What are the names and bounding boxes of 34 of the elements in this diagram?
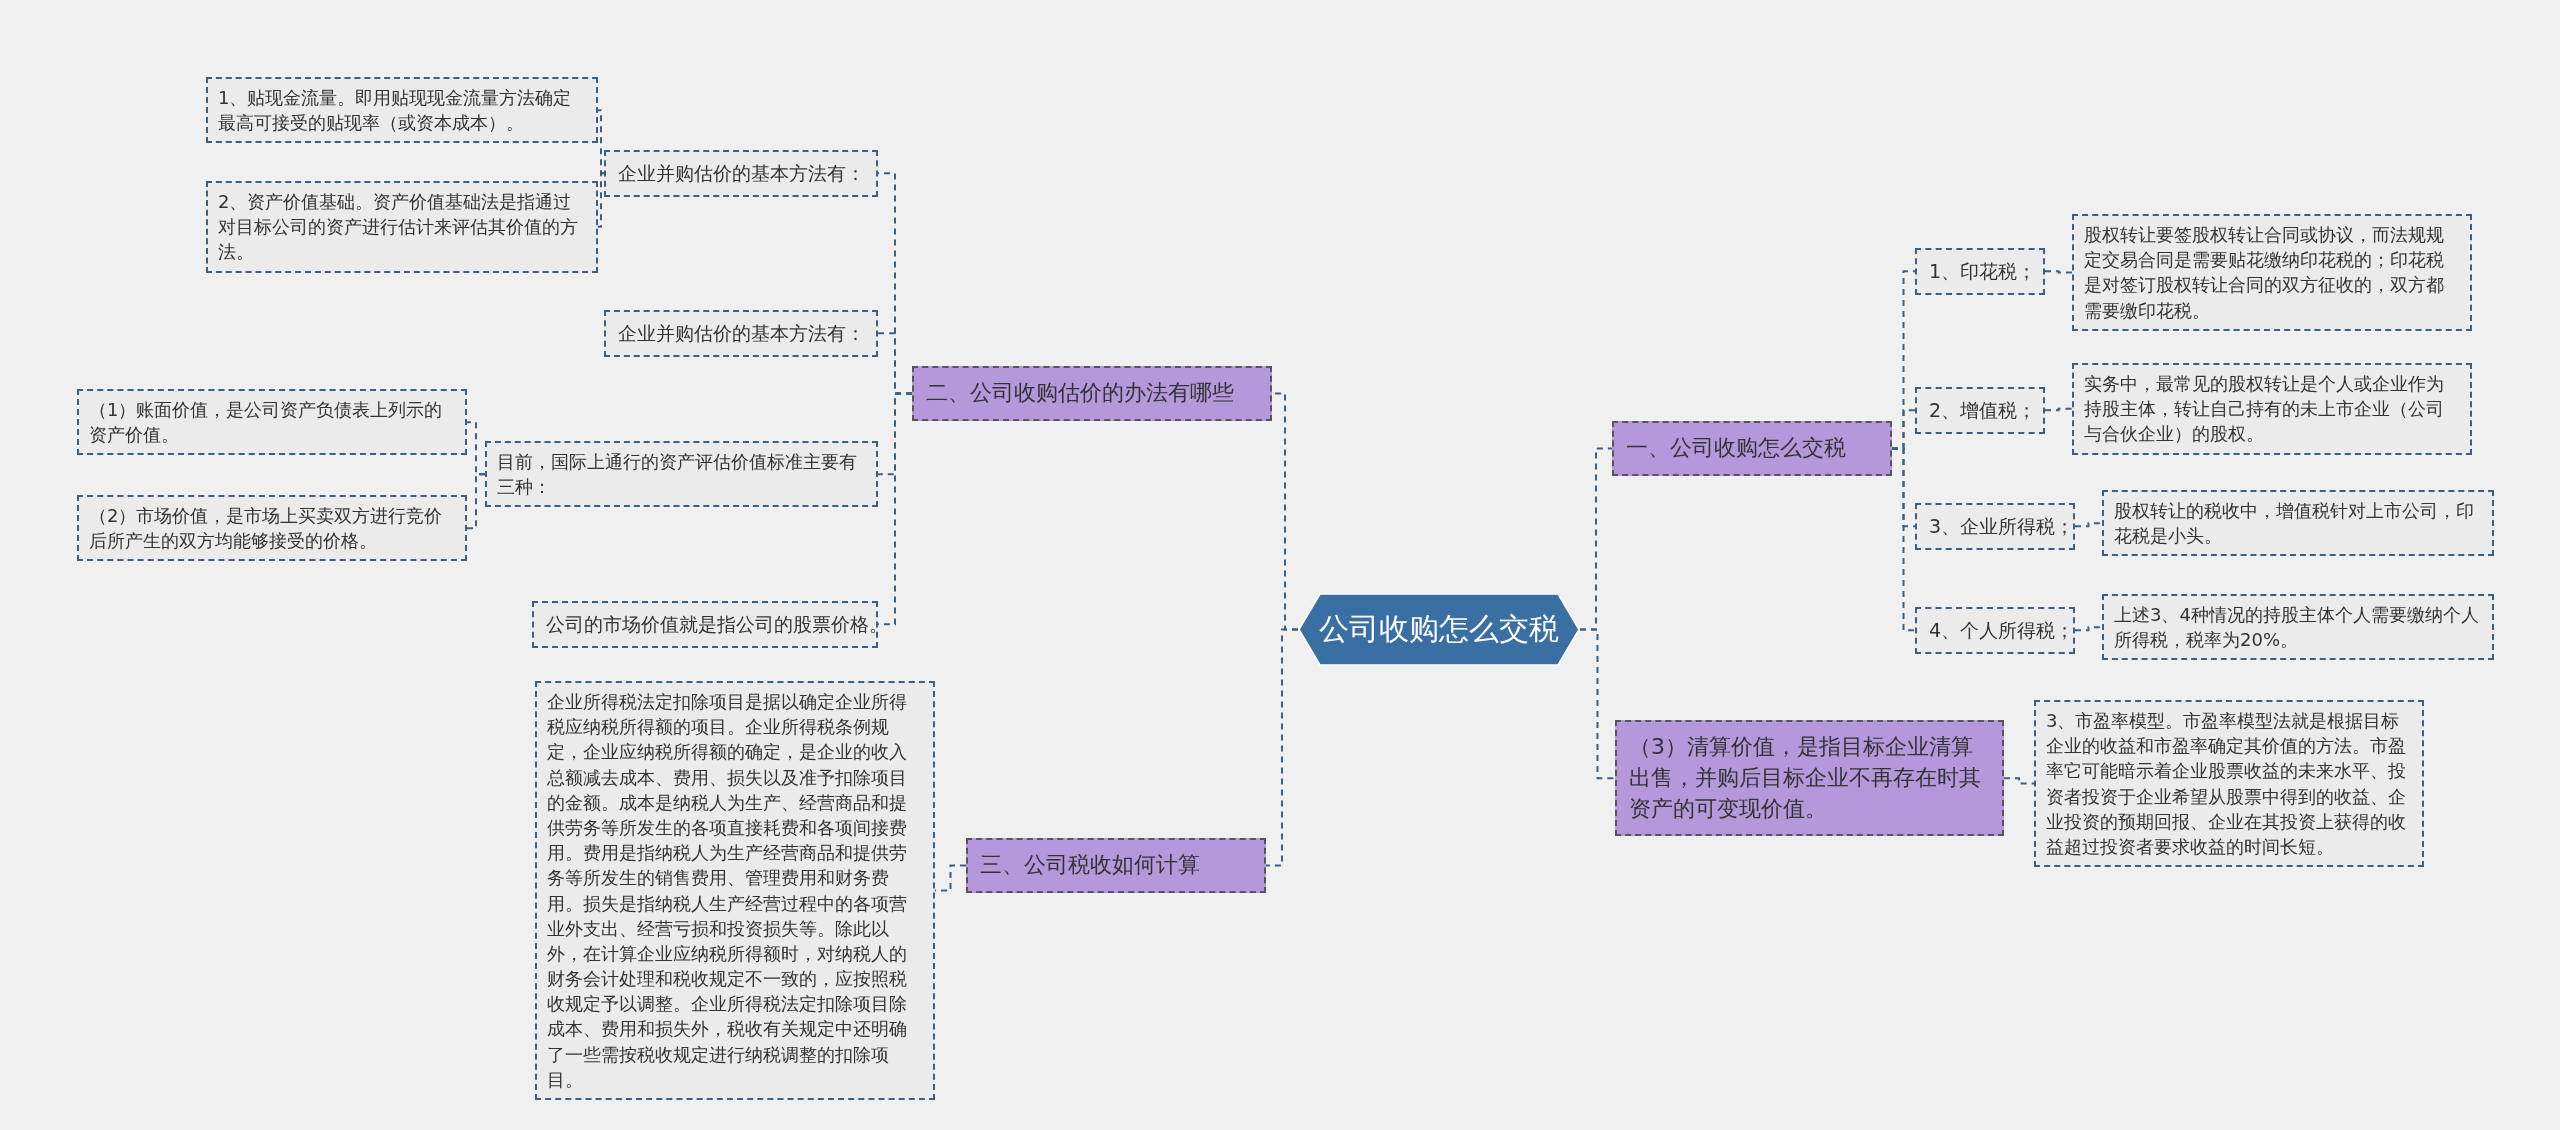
connector-line (1891, 447, 1916, 632)
subtopic-box: 1、印花税； (1915, 248, 2045, 295)
subtopic-box: 企业并购估价的基本方法有： (604, 310, 878, 357)
note-box: （1）账面价值，是公司资产负债表上列示的资产价值。 (77, 389, 467, 456)
note-box: 股权转让的税收中，增值税针对上市公司，印花税是小头。 (2102, 490, 2494, 557)
note-box: 企业所得税法定扣除项目是据以确定企业所得税应纳税所得额的项目。企业所得税条例规定，企业应纳税所得额的确定，是企业的收入总额减去成本、费用、损失以及准予扣除项目的金额。成本是纳税人为生产、经营商品和提供劳务等所发生的各项直接耗费和各项间接费用。费用是指纳税人为生产经营商品和提供劳务等所发生的销售费用、管理费用和财务费用。损失是指纳税人生产经营过程中的各项营业外支出、经营亏损和投资损失等。除此以外，在计算企业应纳税所得额时，对纳税人的财务会计处理和税收规定不一致的，应按照税收规定予以调整。企业所得税法定扣除项目除成本、费用和损失外，税收有关规定中还明确了一些需按税收规定进行纳税调整的扣除项目。 (535, 681, 935, 1100)
connector-line (2044, 270, 2073, 274)
subtopic-box: 3、企业所得税； (1915, 503, 2075, 550)
connector-line (597, 109, 605, 175)
connector-line (1265, 628, 1299, 867)
note-box: 2、资产价值基础。资产价值基础法是指通过对目标公司的资产进行估计来评估其价值的方法。 (206, 181, 598, 273)
subtopic-box: 4、个人所得税； (1915, 607, 2075, 654)
connector-line (597, 172, 605, 228)
central-topic: 公司收购怎么交税 (1298, 593, 1580, 666)
subtopic-box: 企业并购估价的基本方法有： (604, 150, 878, 197)
note-box: 1、贴现金流量。即用贴现现金流量方法确定最高可接受的贴现率（或资本成本）。 (206, 77, 598, 144)
note-box: 实务中，最常见的股权转让是个人或企业作为持股主体，转让自己持有的未上市企业（公司与合伙企业）的股权。 (2072, 363, 2472, 455)
note-box: 3、市盈率模型。市盈率模型法就是根据目标企业的收益和市盈率确定其价值的方法。市盈率它可能暗示着企业股票收益的未来水平、投资者投资于企业希望从股票中得到的收益、企业投资的预期回报、企业在其投资上获得的收益超过投资者要求收益的时间长短。 (2034, 700, 2424, 868)
topic-box: 三、公司税收如何计算 (966, 838, 1266, 893)
connector-line (466, 473, 486, 530)
connector-line (2074, 522, 2103, 528)
note-box: （2）市场价值，是市场上买卖双方进行竞价后所产生的双方均能够接受的价格。 (77, 495, 467, 562)
connector-line (1579, 628, 1616, 780)
subtopic-box: 公司的市场价值就是指公司的股票价格。 (532, 601, 878, 648)
subtopic-box: 2、增值税； (1915, 387, 2045, 434)
connector-line (2044, 407, 2073, 412)
note-box: 股权转让要签股权转让合同或协议，而法规规定交易合同是需要贴花缴纳印花税的；印花税是对签订股权转让合同的双方征收的，双方都需要缴印花税。 (2072, 214, 2472, 331)
note-box: 上述3、4种情况的持股主体个人需要缴纳个人所得税，税率为20%。 (2102, 594, 2494, 661)
topic-box: 一、公司收购怎么交税 (1612, 421, 1892, 476)
topic-box: （3）清算价值，是指目标企业清算出售，并购后目标企业不再存在时其资产的可变现价值。 (1615, 720, 2004, 837)
note-box: 目前，国际上通行的资产评估价值标准主要有三种： (485, 441, 878, 508)
topic-box: 二、公司收购估价的办法有哪些 (912, 366, 1272, 421)
connector-line (2003, 777, 2035, 785)
connector-line (2074, 626, 2103, 632)
